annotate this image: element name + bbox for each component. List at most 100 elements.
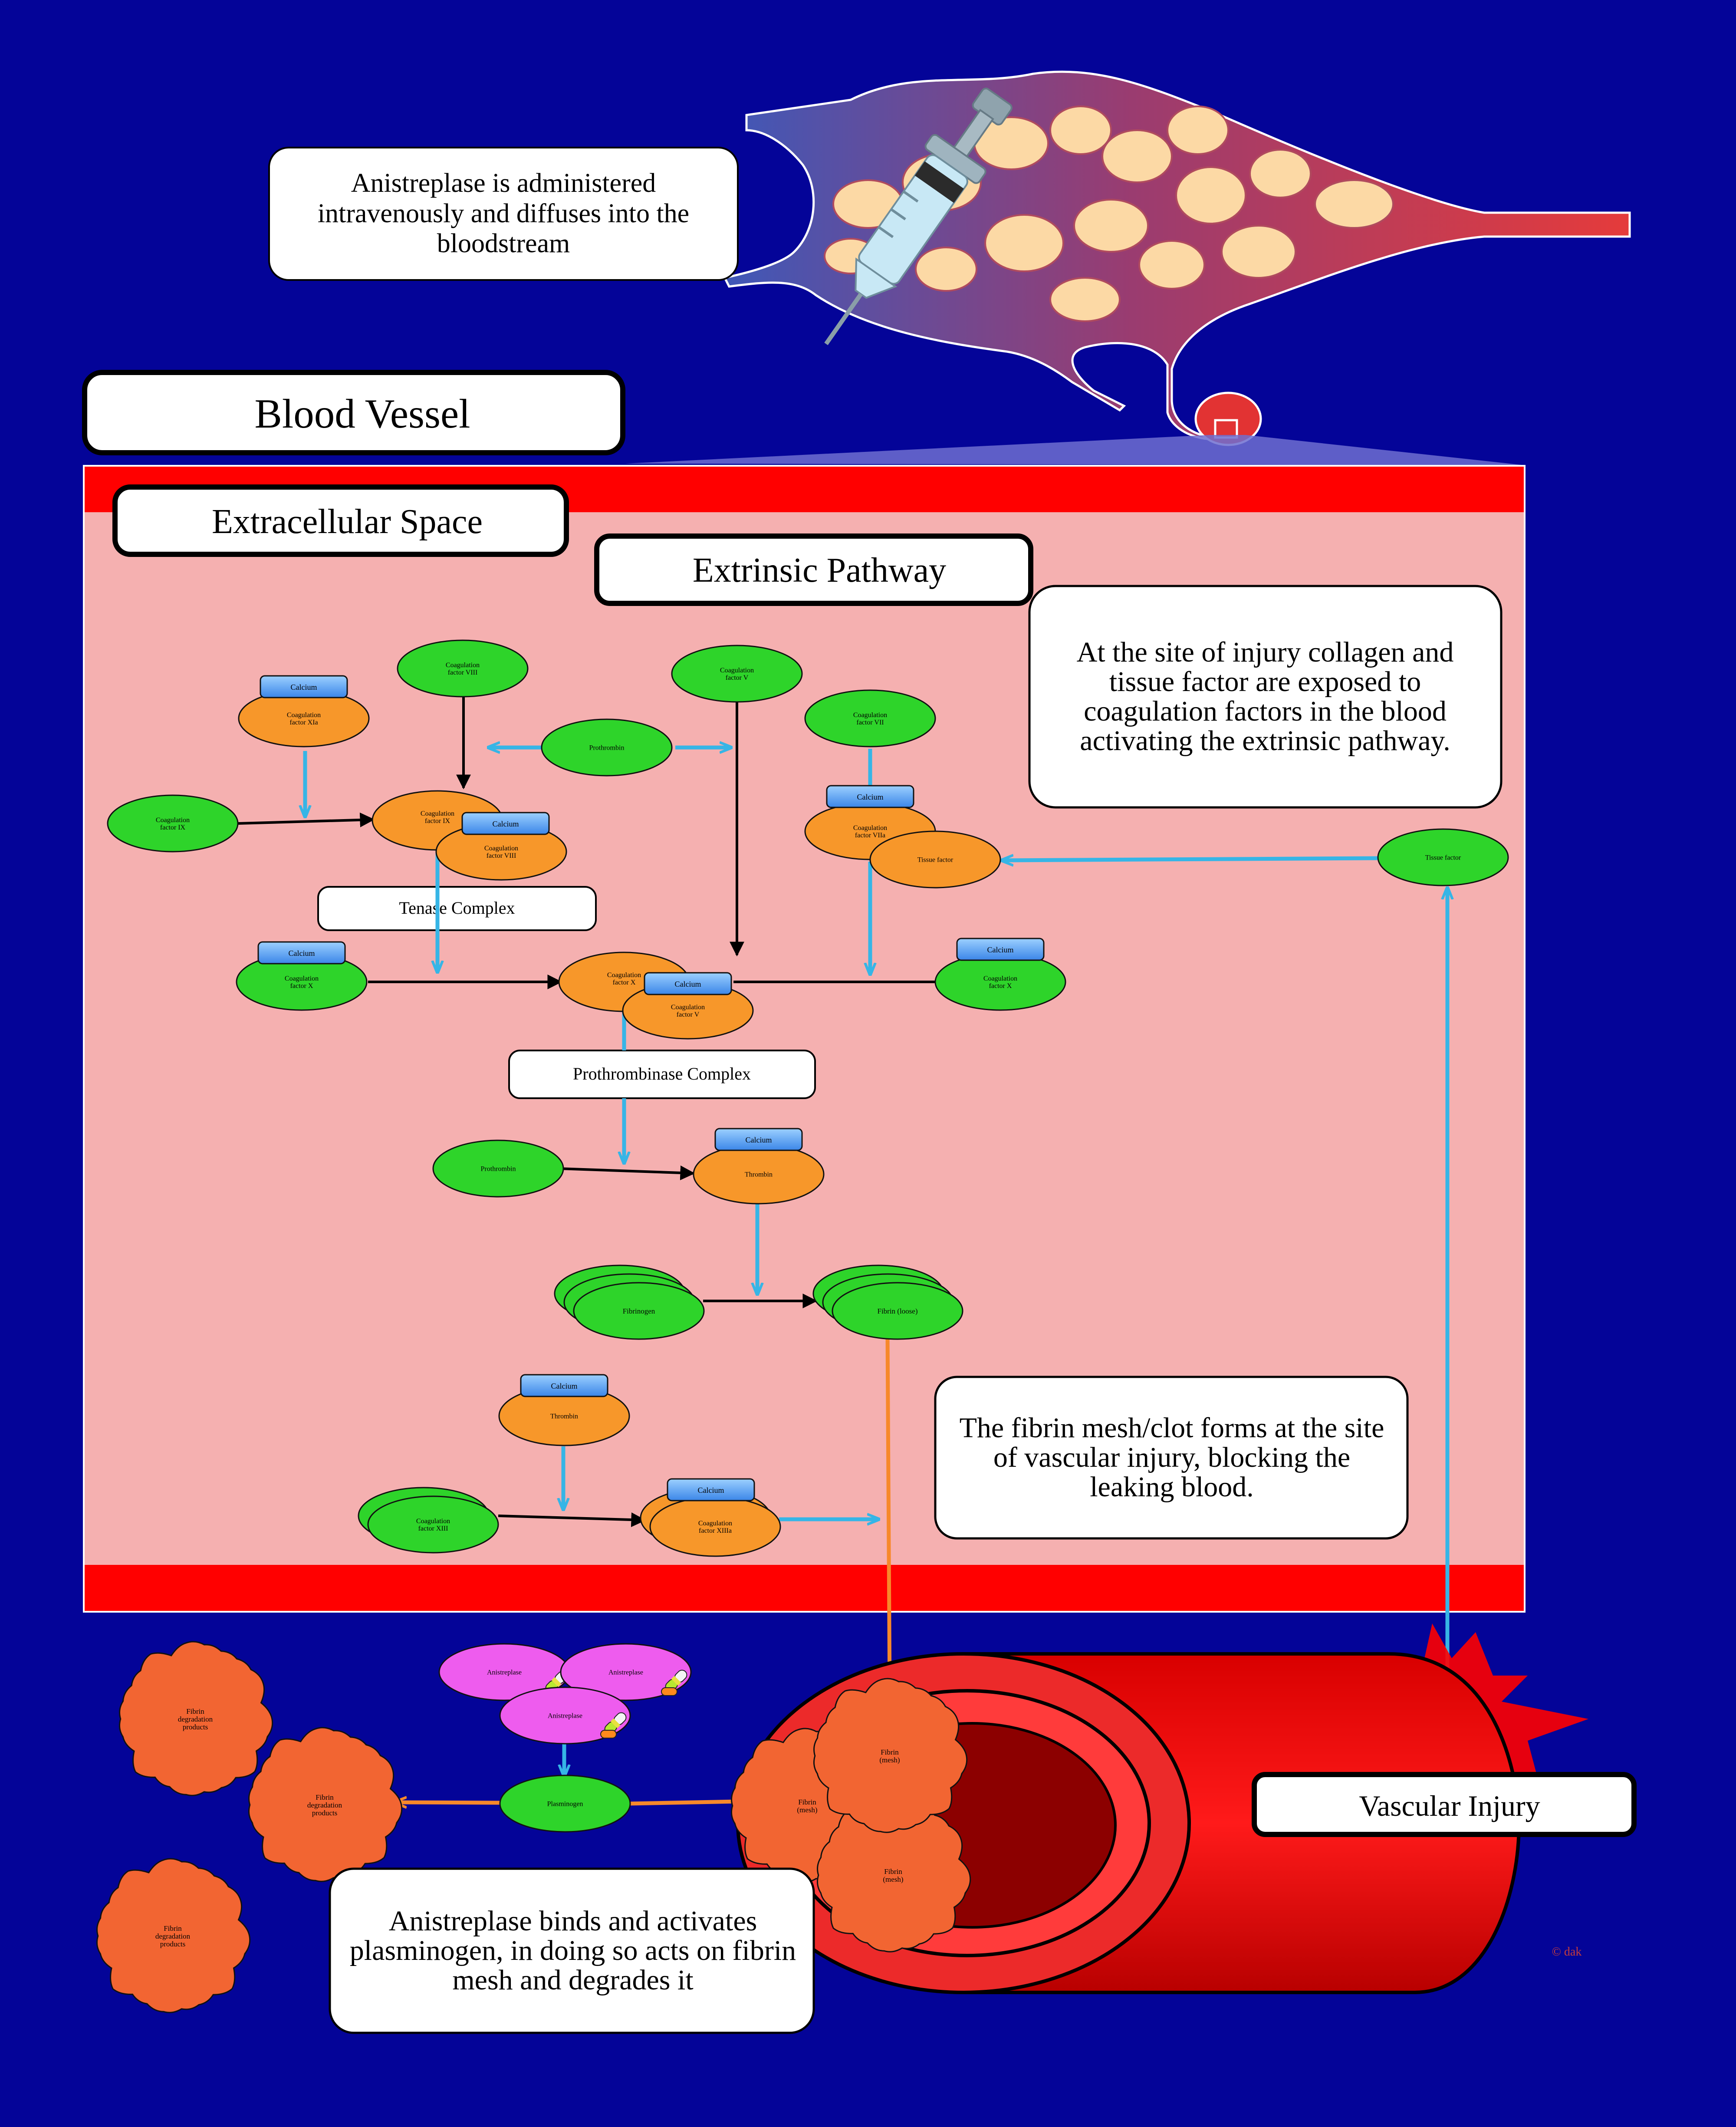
node-tissue-factor-bound: Tissue factor <box>869 830 1001 889</box>
calcium-xia-label: Calcium <box>291 683 317 691</box>
calcium-xia: Calcium <box>260 675 348 698</box>
node-anistreplase-3: Anistreplase <box>499 1686 631 1745</box>
calcium-x-left: Calcium <box>257 941 346 965</box>
node-fibrin-loose-shape <box>832 1282 963 1340</box>
header-extracellular: Extracellular Space <box>112 484 569 557</box>
header-blood-vessel: Blood Vessel <box>82 370 625 455</box>
arrow-tissue-factor-binding <box>1002 858 1380 860</box>
node-anistreplase-3-label: Anistreplase <box>548 1712 582 1720</box>
calcium-x-right-shape <box>956 938 1045 961</box>
line-mesh-to-plasminogen <box>629 1799 738 1806</box>
node-thrombin-label: Thrombin <box>745 1171 773 1179</box>
node-factor-ix-shape <box>107 794 239 853</box>
header-extrinsic: Extrinsic Pathway <box>594 533 1033 606</box>
node-fibrin-mesh-2-shape <box>813 1678 968 1833</box>
header-blood-vessel-text: Blood Vessel <box>254 391 470 437</box>
node-anistreplase-1: Anistreplase <box>438 1643 570 1701</box>
calcium-xiiia: Calcium <box>667 1478 755 1501</box>
node-thrombin-2: Thrombin <box>498 1386 630 1446</box>
node-prothrombin: Prothrombin <box>432 1139 564 1198</box>
arrow-ix-to-ixa <box>237 812 375 827</box>
callout-site-text: At the site of injury collagen and tissu… <box>1076 636 1454 757</box>
prothrombinase-complex-label: Prothrombinase Complex <box>508 1050 816 1099</box>
arrow-xiii-to-xiiia <box>498 1512 646 1528</box>
calcium-viia-label: Calcium <box>857 793 884 801</box>
drug-capsule-icon <box>661 1669 687 1696</box>
calcium-thrombin-2: Calcium <box>520 1374 608 1397</box>
callout-site: At the site of injury collagen and tissu… <box>1028 585 1503 809</box>
node-plasminogen: Plasminogen <box>499 1775 631 1833</box>
calcium-viii-label: Calcium <box>493 820 519 828</box>
node-factor-vii-shape <box>804 689 936 747</box>
node-anistreplase-2-shape <box>560 1643 692 1701</box>
node-prothrombin-top-label: Prothrombin <box>589 744 625 752</box>
node-plasminogen-label: Plasminogen <box>547 1801 583 1808</box>
header-extrinsic-text: Extrinsic Pathway <box>693 551 946 589</box>
prothrombinase-complex-text: Prothrombinase Complex <box>573 1064 751 1083</box>
calcium-thrombin-2-label: Calcium <box>551 1382 578 1390</box>
calcium-viii: Calcium <box>461 812 550 835</box>
node-factor-xiii-shape <box>367 1495 499 1554</box>
node-prothrombin-top: Prothrombin <box>541 718 673 777</box>
calcium-xiiia-label: Calcium <box>698 1486 724 1495</box>
calcium-xa: Calcium <box>644 972 732 995</box>
calcium-thrombin-shape <box>714 1128 803 1151</box>
node-thrombin-2-label: Thrombin <box>550 1413 578 1420</box>
drug-capsule-icon <box>600 1712 627 1738</box>
node-anistreplase-2-label: Anistreplase <box>608 1669 643 1676</box>
node-fibrin-mesh-3-label: Fibrin(mesh) <box>883 1867 903 1883</box>
header-extracellular-text: Extracellular Space <box>212 503 483 541</box>
calcium-thrombin-2-shape <box>520 1374 608 1397</box>
watermark: © dak <box>1552 1945 1582 1959</box>
node-anistreplase-3-shape <box>499 1686 631 1745</box>
node-fibrin-mesh-2-label: Fibrin(mesh) <box>879 1748 900 1764</box>
vascular-injury-label: Vascular Injury <box>1252 1772 1637 1837</box>
node-factor-v-top-shape <box>671 645 803 703</box>
node-factor-viii-top-shape <box>397 639 529 698</box>
vascular-injury-text: Vascular Injury <box>1359 1789 1540 1822</box>
calcium-xa-label: Calcium <box>675 980 701 988</box>
syringe-icon <box>824 87 1013 346</box>
callout-clot: The fibrin mesh/clot forms at the site o… <box>934 1376 1409 1540</box>
calcium-x-left-label: Calcium <box>289 949 315 958</box>
node-tissue-factor-shape <box>1377 828 1509 886</box>
tenase-complex-text: Tenase Complex <box>399 898 515 918</box>
node-fdp-1-shape <box>118 1641 273 1796</box>
node-fdp-3-shape <box>96 1858 251 2013</box>
node-fibrin-mesh-2: Fibrin(mesh) <box>813 1678 968 1833</box>
node-tissue-factor-bound-label: Tissue factor <box>917 856 953 864</box>
node-fibrinogen-label: Fibrinogen <box>623 1307 655 1315</box>
callout-bottom: Anistreplase binds and activates plasmin… <box>329 1867 815 2034</box>
node-fibrin-mesh-1-label: Fibrin(mesh) <box>797 1798 817 1814</box>
arrow-prothrombin-to-thrombin <box>559 1165 695 1180</box>
callout-bottom-text: Anistreplase binds and activates plasmin… <box>349 1905 796 1996</box>
arrow-fibrin-to-mesh <box>888 1337 890 1693</box>
node-fibrinogen-shape <box>573 1282 705 1340</box>
node-fibrin-loose: Fibrin (loose) <box>812 1264 963 1340</box>
